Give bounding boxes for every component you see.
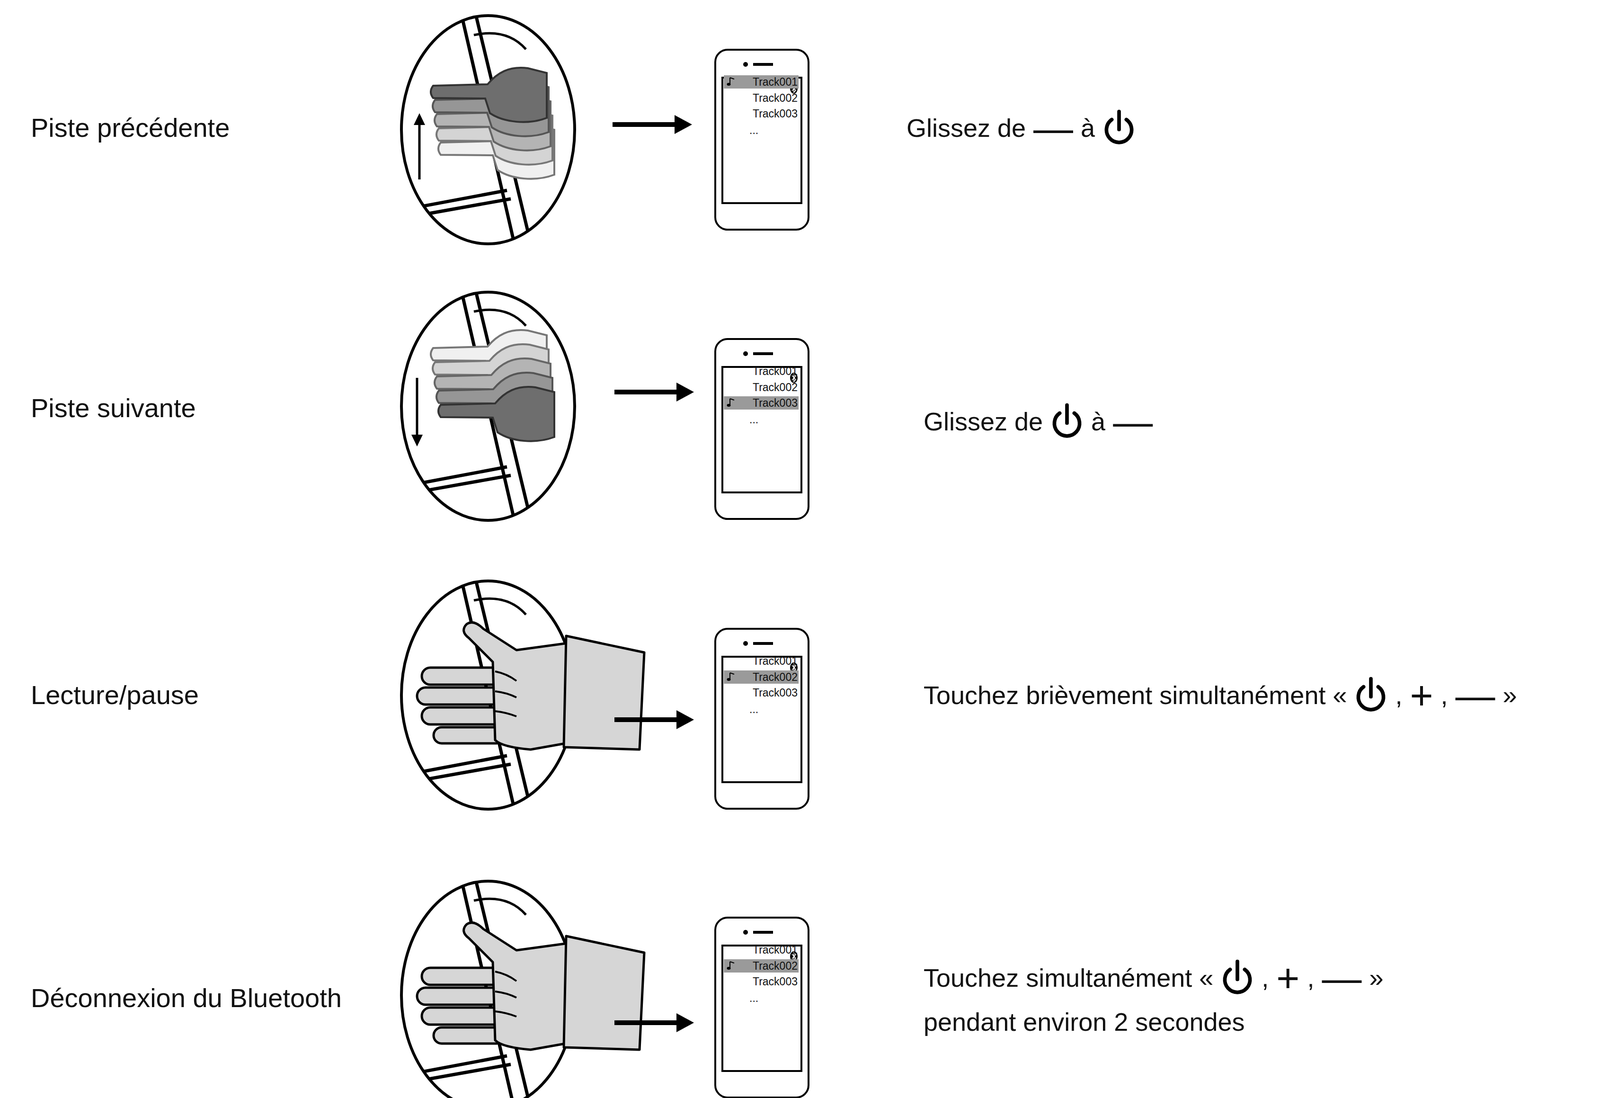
track-name: Track002 [752,671,798,683]
instruction-text: , [1261,962,1269,994]
row-title: Déconnexion du Bluetooth [30,981,342,1014]
control-symbol: + [1276,957,1300,998]
track-name: Track001 [752,944,798,956]
power-symbol [1220,958,1254,997]
music-note [726,960,737,971]
music-note [726,76,737,87]
instruction-text: » [1502,679,1518,711]
instruction-text: , [1306,962,1315,994]
control-symbol: + [1409,675,1433,715]
gesture-figure [388,283,575,530]
instruction-text: , [1395,679,1403,711]
instruction-text: Touchez brièvement simultanément « [923,679,1347,711]
instruction-text: » [1368,962,1384,994]
power-symbol [1102,108,1136,147]
row-title: Lecture/pause [30,678,199,711]
more-indicator: ... [749,703,759,715]
track-name: Track001 [752,76,798,88]
track-name: Track001 [752,365,798,377]
control-symbol: — [1033,107,1074,148]
control-symbol: — [1112,401,1153,442]
phone-screen: Track001Track002Track003... [714,627,810,810]
instruction-text: Touchez simultanément « [923,962,1214,994]
phone-frame [714,916,810,1098]
row-title: Piste précédente [30,111,230,144]
music-note [726,671,737,682]
instruction-text: pendant environ 2 secondes [923,1006,1245,1038]
instruction-line: Glissez de—à [906,107,1136,148]
row-title: Piste suivante [30,391,196,424]
gesture-figure [388,571,645,818]
track-name: Track003 [752,976,798,987]
more-indicator: ... [749,414,759,426]
track-name: Track002 [752,92,798,104]
music-note [726,397,737,408]
gesture-figure [388,6,575,253]
phone-screen: Track001Track002Track003... [714,48,810,231]
control-symbol: — [1321,957,1362,998]
track-name: Track002 [752,960,798,972]
track-name: Track003 [752,108,798,120]
instruction-text: Glissez de [906,112,1026,144]
control-symbol: — [1455,675,1496,715]
instruction-line: pendant environ 2 secondes [923,1006,1245,1038]
instruction-line: Glissez de à— [923,401,1153,442]
phone-screen: Track001Track002Track003... [714,337,810,520]
instruction-line: Touchez simultanément «,+,—» [923,957,1384,998]
track-name: Track003 [752,397,798,409]
power-symbol [1354,675,1388,714]
phone-screen: Track001Track002Track003... [714,916,810,1098]
more-indicator: ... [749,992,759,1004]
instruction-text: , [1440,679,1449,711]
instruction-line: Touchez brièvement simultanément «,+,—» [923,675,1518,715]
track-name: Track001 [752,655,798,667]
power-symbol [1050,402,1084,441]
instruction-text: à [1080,112,1095,144]
track-name: Track003 [752,687,798,699]
result-arrow [612,115,694,1032]
more-indicator: ... [749,124,759,136]
instruction-text: Glissez de [923,406,1043,437]
gesture-figure [388,871,645,1098]
instruction-text: à [1091,406,1106,437]
track-name: Track002 [752,382,798,393]
